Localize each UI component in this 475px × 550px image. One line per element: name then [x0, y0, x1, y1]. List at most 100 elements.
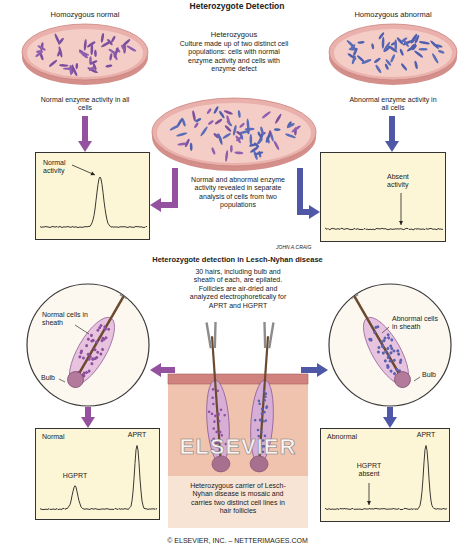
- activity-trace: [325, 446, 447, 510]
- plucked-hair: [299, 214, 419, 393]
- sheath-cell: [266, 405, 269, 408]
- dish-side: [152, 103, 316, 171]
- cell-shape: [105, 64, 112, 68]
- cell-shape: [234, 151, 243, 154]
- cell-shape: [249, 143, 257, 148]
- cell-shape: [291, 125, 301, 134]
- chart-annotation: Absent activity: [387, 173, 431, 190]
- sheath-cell: [380, 340, 384, 344]
- sheath-cell: [218, 420, 221, 423]
- cell-shape: [438, 49, 445, 54]
- cell-shape: [256, 138, 263, 145]
- flow-arrow: [387, 407, 393, 417]
- sheath-cell: [264, 395, 267, 398]
- cell-shape: [200, 126, 209, 137]
- magnified-hair-circle: Normal cells in sheathBulb: [26, 283, 150, 407]
- sheath-cell: [388, 359, 392, 363]
- cell-shape: [230, 145, 233, 153]
- sheath-cell: [81, 356, 85, 360]
- sheath-cell: [260, 431, 263, 434]
- sheath-cell: [260, 413, 263, 416]
- leader-arrowhead: [91, 172, 95, 176]
- hair-shaft: [76, 221, 168, 379]
- node-drawing: [36, 153, 151, 241]
- sheath-cell: [376, 325, 380, 329]
- tweezer-prong: [207, 322, 211, 348]
- hair-bulb: [392, 369, 414, 391]
- dish-note: Abnormal enzyme activity in all cells: [346, 96, 440, 113]
- cell-shape: [357, 41, 364, 44]
- cell-shape: [250, 134, 253, 146]
- sheath-cell: [212, 427, 215, 430]
- cell-shape: [400, 63, 408, 72]
- part-label: Bulb: [41, 374, 63, 382]
- cell-shape: [402, 39, 409, 48]
- flow-arrow: [389, 116, 395, 141]
- cell-shape: [239, 122, 246, 128]
- dish-rim: [329, 24, 457, 80]
- cell-shape: [206, 108, 212, 115]
- sheath-cell: [258, 400, 261, 403]
- sheath-cell: [369, 338, 373, 342]
- dish-side: [329, 29, 457, 85]
- leader-line: [414, 377, 420, 381]
- cell-shape: [286, 122, 295, 129]
- copyright-line: © ELSEVIER, INC. – NETTERIMAGES.COM: [0, 537, 475, 545]
- sheath-cell: [265, 392, 268, 395]
- annotation: Normal and abnormal enzyme activity reve…: [184, 176, 292, 210]
- part-label: Abnormal cells in sheath: [392, 315, 440, 332]
- sheath-cell: [85, 344, 89, 348]
- cell-shape: [378, 32, 385, 40]
- activity-trace: [325, 228, 443, 230]
- cell-shape: [58, 46, 63, 58]
- plucked-hair: [59, 214, 179, 393]
- sheath-cell: [93, 348, 97, 352]
- sheath-cell: [86, 352, 90, 356]
- sheath-cell: [265, 419, 268, 422]
- sheath-cell: [95, 355, 99, 359]
- cell-shape: [211, 147, 216, 155]
- cell-shape: [239, 129, 250, 134]
- leader-arrowhead: [367, 501, 371, 505]
- chart-title: Normal: [42, 433, 82, 441]
- sheath-cell: [265, 406, 268, 409]
- peak-label: HGPRT: [56, 472, 94, 480]
- leader-line: [75, 325, 89, 334]
- sheath-cell: [383, 359, 387, 363]
- cell-shape: [193, 122, 199, 129]
- sheath-cell: [395, 368, 399, 372]
- sheath-cell: [386, 364, 390, 368]
- sheath-cell: [218, 431, 221, 434]
- cell-shape: [218, 110, 225, 119]
- cell-shape: [351, 55, 356, 64]
- hair-shaft: [311, 221, 403, 379]
- sheath-cell: [86, 337, 90, 341]
- sheath-cell: [214, 414, 217, 417]
- dish-heading: Homozygous abnormal: [326, 10, 460, 19]
- sheath-cell: [381, 345, 385, 349]
- culture-dish-drawing: [152, 98, 316, 171]
- flow-arrow: [85, 407, 91, 417]
- tweezer-prong: [269, 322, 273, 348]
- cell-shape: [59, 64, 69, 67]
- watermark: ELSEVIER: [168, 434, 308, 460]
- cell-shape: [419, 40, 430, 45]
- sheath-cell: [396, 349, 400, 353]
- sheath-cell: [258, 402, 261, 405]
- panel-caption: Heterozygous carrier of Lesch-Nyhan dise…: [185, 482, 291, 516]
- cell-shape: [169, 124, 180, 131]
- magnifier-outline: [329, 284, 451, 406]
- sheath-cell: [99, 352, 103, 356]
- dish-rim: [22, 24, 148, 80]
- sheath-cell: [263, 399, 266, 402]
- cell-shape: [226, 115, 231, 125]
- tweezer-prong: [125, 248, 156, 299]
- cell-shape: [273, 140, 280, 150]
- sheath-cell: [389, 351, 393, 355]
- sheath-cell: [389, 369, 393, 373]
- dish-note: Normal enzyme activity in all cells: [40, 96, 130, 113]
- diagram-title: Heterozygote Detection: [117, 1, 357, 11]
- cell-shape: [176, 132, 188, 138]
- culture-dish: HeterozygousCulture made up of two disti…: [150, 30, 318, 168]
- cell-shape: [87, 66, 99, 74]
